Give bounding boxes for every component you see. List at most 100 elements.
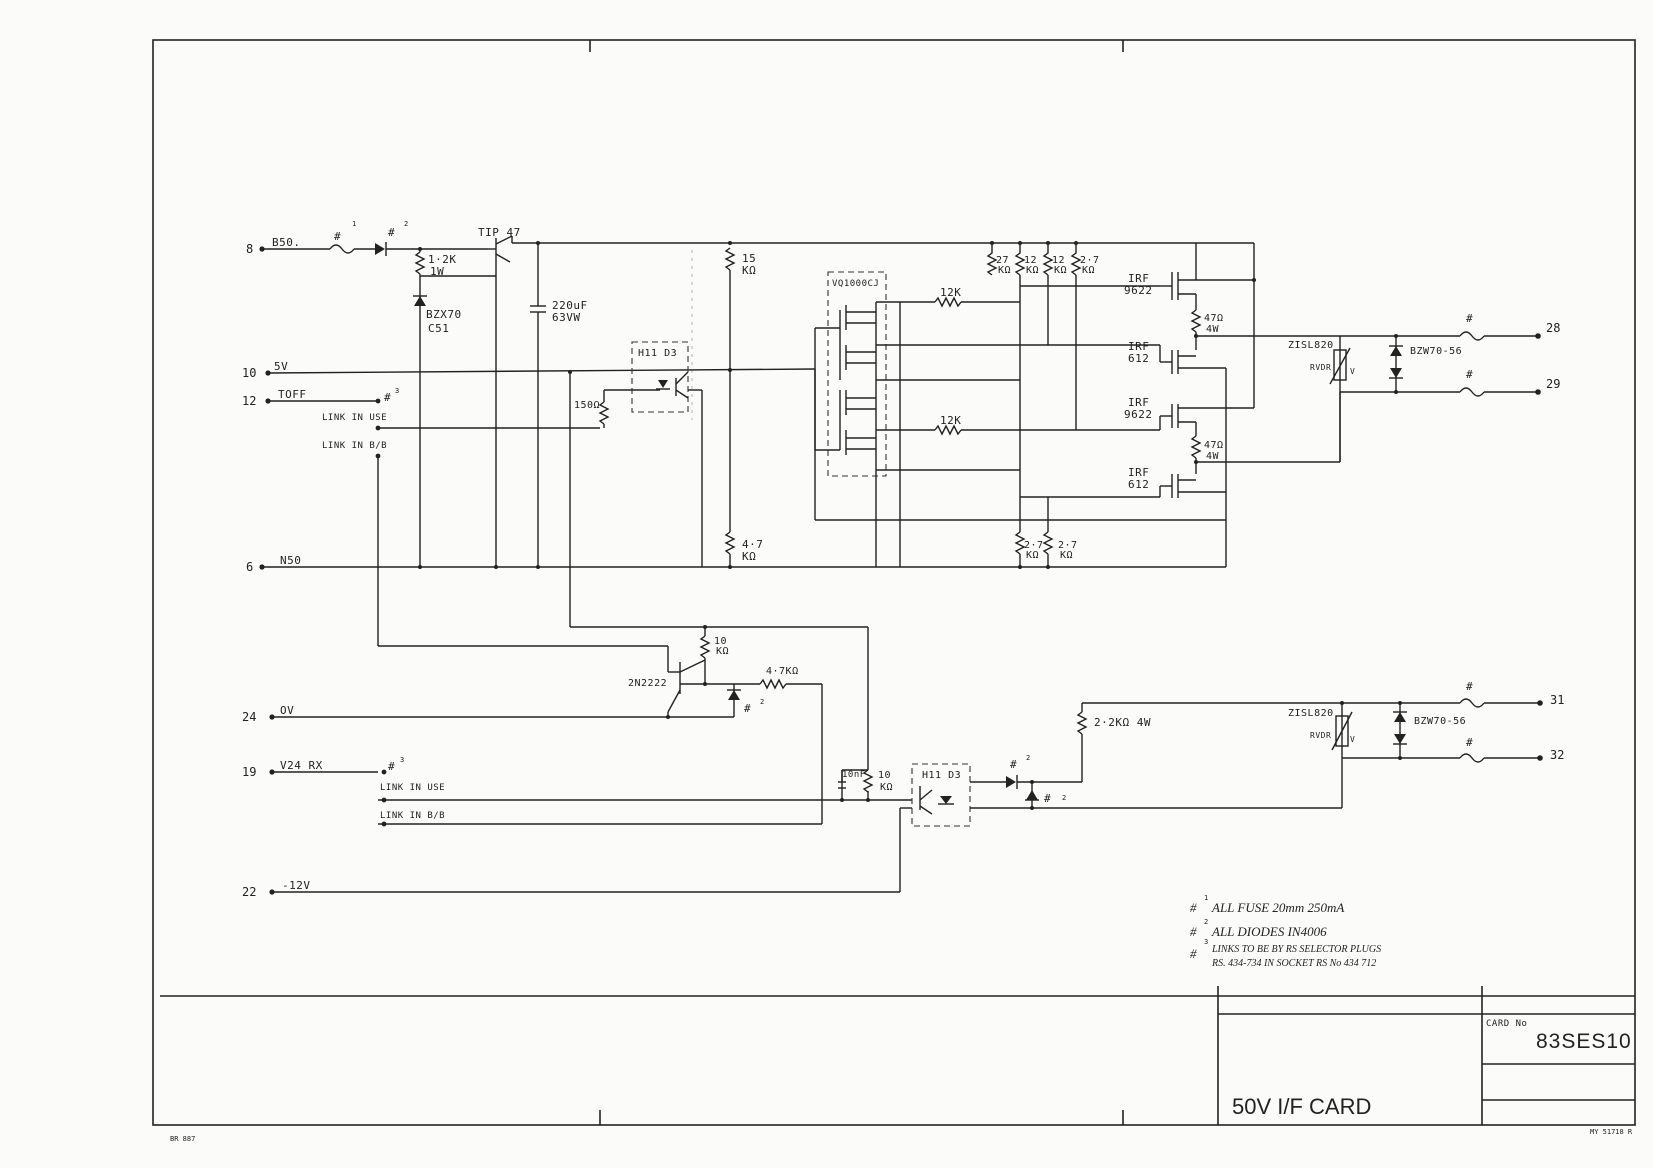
rvdr-lower: RVDR xyxy=(1310,731,1331,740)
note-3-line-1: LINKS TO BE BY RS SELECTOR PLUGS xyxy=(1211,944,1381,955)
tip47-label: TIP 47 xyxy=(478,226,521,239)
fuse-mark-1: # xyxy=(334,230,341,243)
note-3-mark: # xyxy=(1190,946,1197,961)
h11d3-upper: H11 D3 xyxy=(638,348,677,359)
diode-ref-2-b: 2 xyxy=(760,698,764,706)
pin-12: 12 xyxy=(242,394,256,408)
pin-24-label: OV xyxy=(280,704,294,717)
link-labels: LINK IN USE LINK IN B/B LINK IN USE LINK… xyxy=(322,413,445,821)
rr2-unit: KΩ xyxy=(1026,265,1039,276)
sheet-ref: MY 51718 R xyxy=(1590,1128,1633,1136)
irf4-b: 612 xyxy=(1128,478,1149,491)
zener-c51: C51 xyxy=(428,322,449,335)
diode-mark-2-d: # xyxy=(1044,792,1051,805)
r-47-a-value: 47Ω xyxy=(1204,313,1224,324)
drawing-frame xyxy=(152,39,1636,1126)
fuse-ref-1: 1 xyxy=(352,220,356,228)
note-1: ALL FUSE 20mm 250mA xyxy=(1211,900,1344,915)
pin-31: 31 xyxy=(1550,693,1564,707)
irf2-b: 612 xyxy=(1128,352,1149,365)
note-3-ref: 3 xyxy=(1204,938,1208,946)
r-4k7-value: 4·7 xyxy=(742,538,763,551)
fuse-mark-32: # xyxy=(1466,736,1473,749)
irf1-a: IRF xyxy=(1128,272,1149,285)
bzw70-upper: BZW70-56 xyxy=(1410,346,1462,357)
rr3-value: 12 xyxy=(1052,255,1065,266)
rr2-value: 12 xyxy=(1024,255,1037,266)
r-4k7-unit: KΩ xyxy=(742,550,756,563)
link-ref-3-b: 3 xyxy=(400,756,404,764)
diode-mark-2: # xyxy=(388,226,395,239)
diode-ref-2-d: 2 xyxy=(1062,794,1066,802)
link-mark-3: # xyxy=(384,391,391,404)
link-ref-3: 3 xyxy=(395,387,399,395)
r-47-b-value: 47Ω xyxy=(1204,440,1224,451)
r-12k-b: 12K xyxy=(940,414,961,427)
pin-28: 28 xyxy=(1546,321,1560,335)
vq1000cj: VQ1000CJ xyxy=(832,279,879,289)
r-4k7-horizontal: 4·7KΩ xyxy=(766,666,799,677)
irf2-a: IRF xyxy=(1128,340,1149,353)
pin-labels: 8 B50. 10 5V 12 TOFF 6 N50 24 OV 19 V24 … xyxy=(242,236,1564,899)
r-47-b-watt: 4W xyxy=(1206,451,1220,462)
rr3-unit: KΩ xyxy=(1054,265,1067,276)
cap-10nf: 10nF xyxy=(842,770,866,780)
rr1-unit: KΩ xyxy=(998,265,1011,276)
diode-mark-2-b: # xyxy=(744,702,751,715)
varistor-v-upper: V xyxy=(1350,367,1355,376)
zisl820-upper: ZISL820 xyxy=(1288,340,1334,351)
r-15k-value: 15 xyxy=(742,252,756,265)
zener-bzx70: BZX70 xyxy=(426,308,462,321)
pin-10-label: 5V xyxy=(274,360,288,373)
link-in-use-upper: LINK IN USE xyxy=(322,413,387,423)
irf1-b: 9622 xyxy=(1124,284,1153,297)
card-no-label: CARD No xyxy=(1486,1019,1527,1029)
pin-32: 32 xyxy=(1550,748,1564,762)
note-1-ref: 1 xyxy=(1204,894,1208,902)
fuse-mark-31: # xyxy=(1466,680,1473,693)
zisl820-lower: ZISL820 xyxy=(1288,708,1334,719)
pin-29: 29 xyxy=(1546,377,1560,391)
wiring xyxy=(262,235,1540,893)
note-3-line-2: RS. 434-734 IN SOCKET RS No 434 712 xyxy=(1211,958,1376,969)
r-47-a-watt: 4W xyxy=(1206,324,1220,335)
q-2n2222: 2N2222 xyxy=(628,678,667,689)
diode-ref-2-c: 2 xyxy=(1026,754,1030,762)
link-mark-3-b: # xyxy=(388,760,395,773)
bzw70-lower: BZW70-56 xyxy=(1414,716,1466,727)
pin-8-label: B50. xyxy=(272,236,301,249)
rr4-unit: KΩ xyxy=(1082,265,1095,276)
pin-22-label: -12V xyxy=(282,879,311,892)
rb2-unit: KΩ xyxy=(1060,550,1073,561)
note-2: ALL DIODES IN4006 xyxy=(1211,924,1327,939)
pin-19: 19 xyxy=(242,765,256,779)
card-number: 83SES10 xyxy=(1536,1030,1632,1053)
link-in-bb-lower: LINK IN B/B xyxy=(380,811,445,821)
pin-19-label: V24 RX xyxy=(280,759,323,772)
h11d3-lower: H11 D3 xyxy=(922,770,961,781)
pin-6-label: N50 xyxy=(280,554,301,567)
junction-dots xyxy=(259,241,1543,895)
pin-22: 22 xyxy=(242,885,256,899)
title-block: CARD No 83SES10 50V I/F CARD BR 887 MY 5… xyxy=(170,1019,1633,1143)
r-1k2-watt: 1W xyxy=(430,265,444,278)
diode-mark-2-c: # xyxy=(1010,758,1017,771)
cap-220uf: 220uF xyxy=(552,299,588,312)
rb2-value: 2·7 xyxy=(1058,540,1078,551)
pin-8: 8 xyxy=(246,242,253,256)
cap-63vw: 63VW xyxy=(552,311,581,324)
pin-12-label: TOFF xyxy=(278,388,307,401)
r-10k-2-unit: KΩ xyxy=(880,782,893,793)
note-2-ref: 2 xyxy=(1204,918,1208,926)
note-2-mark: # xyxy=(1190,924,1197,939)
link-in-bb-upper: LINK IN B/B xyxy=(322,441,387,451)
rvdr-upper: RVDR xyxy=(1310,363,1331,372)
r-150: 150Ω xyxy=(574,400,600,411)
irf4-a: IRF xyxy=(1128,466,1149,479)
pin-24: 24 xyxy=(242,710,256,724)
note-1-mark: # xyxy=(1190,900,1197,915)
r-15k-unit: KΩ xyxy=(742,264,756,277)
rr1-value: 27 xyxy=(996,255,1009,266)
pin-10: 10 xyxy=(242,366,256,380)
pin-6: 6 xyxy=(246,560,253,574)
